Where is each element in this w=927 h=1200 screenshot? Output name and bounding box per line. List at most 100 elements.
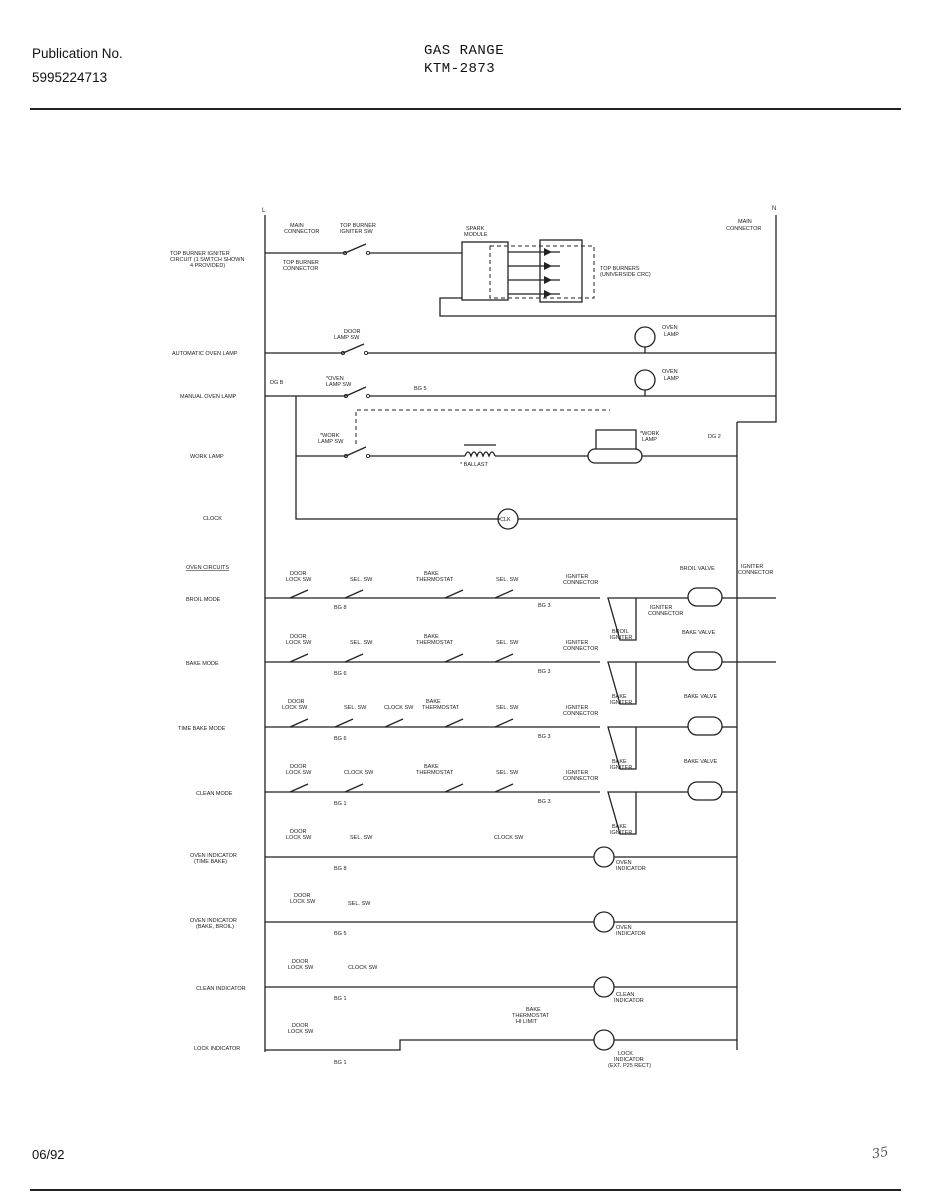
igniter-conn-6: CONNECTOR [563, 646, 598, 652]
top-burner-conn-2: CONNECTOR [283, 266, 318, 272]
oven-lamp-2-icon [634, 369, 656, 391]
door-lock-sw-4: LOCK SW [286, 640, 312, 646]
row-bake: BAKE MODE [186, 661, 219, 667]
bake-valve-label: BAKE VALVE [682, 630, 715, 636]
bake-valve-label-3: BAKE VALVE [684, 759, 717, 765]
igniter-conn-9: IGNITER [566, 770, 588, 776]
thermostat-hi-3: HI LIMIT [516, 1019, 538, 1025]
bake-igniter-2: IGNITER [610, 700, 632, 706]
clock-sw-4: CLOCK SW [348, 965, 378, 971]
bake-thermostat-1: BAKE [424, 571, 439, 577]
broil-igniter-2: IGNITER [610, 635, 632, 641]
row-auto-lamp: AUTOMATIC OVEN LAMP [172, 351, 238, 357]
footer-rule [30, 1189, 901, 1191]
bg-broil-2: BG 3 [538, 603, 551, 609]
sel-sw-8: SEL. SW [350, 835, 373, 841]
lock-ind-1: LOCK [618, 1051, 633, 1057]
work-lamp-2: LAMP [642, 437, 657, 443]
lock-ind-3: (EXT. P25 RECT) [608, 1063, 651, 1069]
door-lock-sw-11: DOOR [294, 893, 311, 899]
bg-manual: BG 5 [414, 386, 427, 392]
row-broil: BROIL MODE [186, 597, 221, 603]
publication-label: Publication No. [32, 46, 123, 61]
bake-thermostat-8: THERMOSTAT [416, 770, 454, 776]
bake-thermostat-5: BAKE [426, 699, 441, 705]
bake-valve-label-2: BAKE VALVE [684, 694, 717, 700]
row-ind-timebake-1: OVEN INDICATOR [190, 853, 237, 859]
top-burner-conn-1: TOP BURNER [283, 260, 319, 266]
bg-timebake: BG 6 [334, 736, 347, 742]
rail-link [737, 408, 777, 423]
bake-valve-3 [687, 781, 723, 801]
igniter-conn-3: IGNITER [650, 605, 672, 611]
spark-module-1: SPARK [466, 226, 485, 232]
row-clock: CLOCK [203, 516, 222, 522]
broil-igniter-1: BROIL [612, 629, 629, 635]
product-title: GAS RANGE [424, 43, 505, 59]
oven-lamp-2: LAMP [664, 332, 679, 338]
dg-2: DG 2 [708, 434, 721, 440]
clean-mode-row [265, 781, 737, 835]
thermostat-hi-1: BAKE [526, 1007, 541, 1013]
indicator-rows [265, 846, 737, 1051]
lock-indicator-icon [593, 1029, 615, 1051]
work-lamp-sw-1: *WORK [320, 433, 340, 439]
door-lock-sw-16: LOCK SW [288, 1029, 314, 1035]
bake-igniter-5: BAKE [612, 824, 627, 830]
row-ind-bakebroil-1: OVEN INDICATOR [190, 918, 237, 924]
oven-ind-1: OVEN [616, 860, 632, 866]
revision-date: 06/92 [32, 1147, 65, 1162]
l-rail-label: L [262, 208, 266, 214]
top-burners-2: (UNIVERSIDE CRC) [600, 272, 651, 278]
bake-thermostat-2: THERMOSTAT [416, 577, 454, 583]
main-connector-right-2: CONNECTOR [726, 226, 761, 232]
work-lamp-tube [587, 448, 643, 464]
ballast-coil [464, 451, 496, 458]
handwritten-mark: 35 [870, 1144, 890, 1163]
bake-thermostat-6: THERMOSTAT [422, 705, 460, 711]
igniter-conn-1: IGNITER [566, 574, 588, 580]
row-top-burner-1: TOP BURNER IGNITER [170, 251, 230, 257]
door-lock-sw-15: DOOR [292, 1023, 309, 1029]
header-rule [30, 108, 901, 110]
top-burner-circuit [265, 239, 776, 317]
igniter-conn-8: CONNECTOR [563, 711, 598, 717]
broil-valve [687, 587, 723, 607]
row-time-bake: TIME BAKE MODE [178, 726, 226, 732]
igniter-conn-5: IGNITER [566, 640, 588, 646]
top-burner-sw-1: TOP BURNER [340, 223, 376, 229]
work-lamp-row [296, 409, 737, 464]
row-oven-circuits: OVEN CIRCUITS [186, 565, 229, 571]
bg-timebake-2: BG 3 [538, 734, 551, 740]
row-manual-lamp: MANUAL OVEN LAMP [180, 394, 237, 400]
row-top-burner-3: 4 PROVIDED) [190, 263, 225, 269]
clock-label: CLK [500, 517, 511, 523]
bg-clean-2: BG 3 [538, 799, 551, 805]
publication-block: Publication No. 5995224713 [32, 42, 123, 90]
dg-b: DG B [270, 380, 284, 386]
bg-ind-2: BG 5 [334, 931, 347, 937]
oven-ind-3: OVEN [616, 925, 632, 931]
bake-igniter-6: IGNITER [610, 830, 632, 836]
door-lock-sw-2: LOCK SW [286, 577, 312, 583]
sel-sw-2: SEL. SW [496, 577, 519, 583]
door-lock-sw-3: DOOR [290, 634, 307, 640]
sel-sw-4: SEL. SW [496, 640, 519, 646]
oven-lamp-sw-1: *OVEN [326, 376, 344, 382]
oven-ind-2: INDICATOR [616, 866, 646, 872]
spark-electrodes [508, 248, 560, 298]
sel-sw-7: SEL. SW [496, 770, 519, 776]
door-lamp-sw-2: LAMP SW [334, 335, 360, 341]
door-lock-sw-10: LOCK SW [286, 835, 312, 841]
row-ind-bakebroil-2: (BAKE, BROIL) [196, 924, 234, 930]
door-lock-sw-7: DOOR [290, 764, 307, 770]
bg-bake-2: BG 3 [538, 669, 551, 675]
manual-lamp-row [265, 369, 776, 530]
oven-ind-4: INDICATOR [616, 931, 646, 937]
n-rail-label: N [772, 206, 776, 212]
oven-lamp-sw-2: LAMP SW [326, 382, 352, 388]
clean-indicator-icon [593, 976, 615, 998]
bg-ind-4: BG 1 [334, 1060, 347, 1066]
clock-sw-1: CLOCK SW [384, 705, 414, 711]
